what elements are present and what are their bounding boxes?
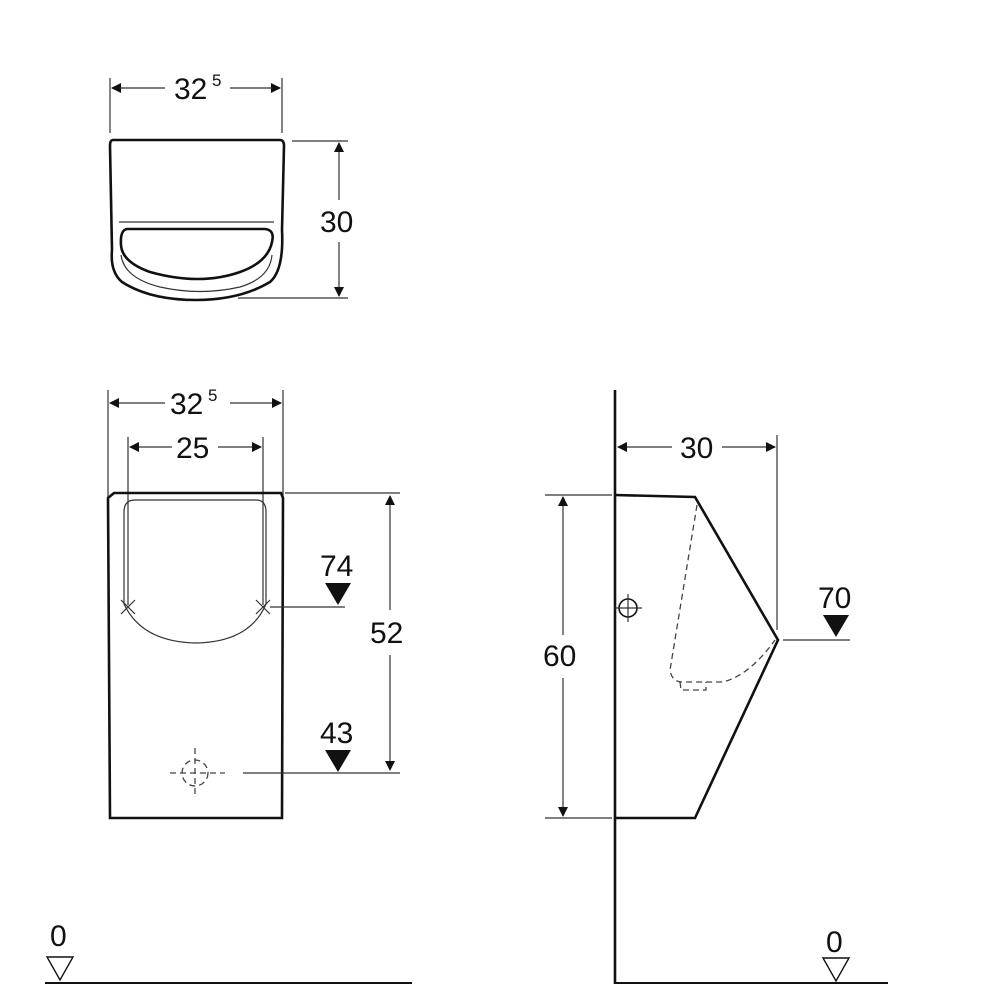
top-view-bowl (119, 227, 274, 281)
floor-level-marker (45, 956, 75, 982)
side-level-label: 70 (818, 582, 851, 615)
level-lower-label: 43 (320, 717, 353, 750)
level-lower-marker (325, 750, 351, 772)
side-view-outline (614, 493, 780, 820)
top-width-label: 32 (174, 73, 207, 106)
front-height-label: 52 (370, 617, 403, 650)
front-view: 32 5 25 52 74 43 (106, 386, 403, 820)
top-depth-label: 30 (320, 206, 353, 239)
top-width-superscript: 5 (212, 71, 221, 90)
front-width-superscript: 5 (208, 386, 217, 405)
side-view: 30 60 70 0 (543, 390, 888, 984)
front-view-bowl (123, 499, 267, 644)
side-height-label: 60 (543, 640, 576, 673)
floor-left-label: 0 (50, 920, 67, 953)
floor-right-label: 0 (826, 926, 843, 959)
front-view-outline (106, 491, 285, 820)
floor-left: 0 (45, 920, 412, 984)
top-view: 32 5 30 (108, 71, 353, 302)
side-level-marker (823, 615, 849, 637)
level-upper-label: 74 (320, 550, 353, 583)
floor-right-marker (821, 957, 851, 983)
top-view-outline (108, 138, 286, 302)
level-upper-marker (325, 583, 351, 605)
front-width-label: 32 (170, 388, 203, 421)
side-depth-label: 30 (680, 432, 713, 465)
front-inner-width-label: 25 (176, 432, 209, 465)
